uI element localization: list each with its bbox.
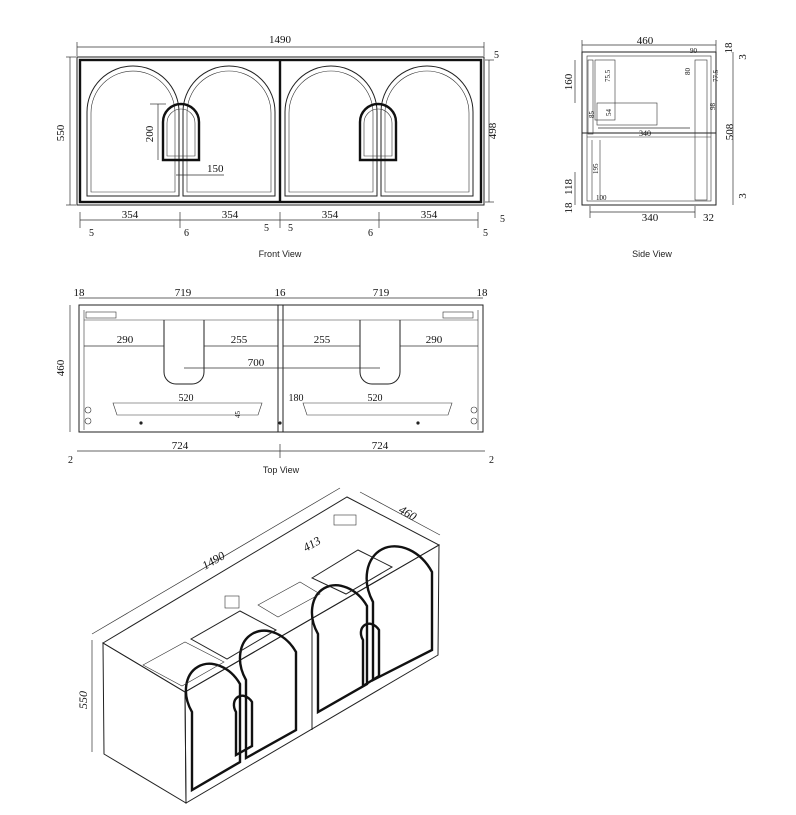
door-width-1: 354 [122,209,139,221]
top-bay-2: 719 [373,287,390,299]
front-view: 1490 550 498 5 5 200 150 354 354 354 354… [55,34,505,259]
top-left-side: 18 [74,287,86,299]
side-bottom-gap-label: 3 [737,193,749,199]
front-center-2: 5 [288,223,293,234]
side-small-77: 77.5 [712,69,720,82]
side-small-98: 98 [709,103,717,111]
top-r-255: 255 [314,334,331,346]
top-l-255: 255 [231,334,248,346]
top-depth-label: 460 [55,359,67,376]
front-bottom-gap-label: 5 [500,214,505,225]
side-base-label: 18 [563,202,575,214]
side-back-label: 32 [703,212,714,224]
iso-top-face [102,496,441,693]
side-view-caption: Side View [632,249,672,259]
top-middle: 16 [275,287,287,299]
side-shelf-depth-2-label: 340 [639,129,651,138]
cutout-width-label: 150 [207,163,224,175]
side-outer-frame [581,51,717,206]
side-small-85: 85 [588,111,596,119]
top-right-side: 18 [477,287,489,299]
top-view: 18 719 16 719 18 460 290 255 255 290 700… [55,287,494,475]
side-view: 460 18 3 508 3 160 118 18 340 32 340 90 … [563,35,749,259]
top-edge-right: 2 [489,455,494,466]
front-gap-1: 6 [184,228,189,239]
top-bay-1: 719 [175,287,192,299]
side-small-90: 90 [690,47,698,55]
front-inner-height-label: 498 [487,122,499,139]
iso-depth-label: 460 [397,502,420,523]
front-outer-frame [76,56,485,206]
side-top-label: 18 [723,42,735,54]
top-l-290: 290 [117,334,134,346]
door-width-3: 354 [322,209,339,221]
iso-side-face [102,642,187,804]
top-edge-left: 2 [68,455,73,466]
side-small-75: 75.5 [604,69,612,82]
top-bottom-1: 724 [172,440,189,452]
side-shelf-depth-label: 340 [642,212,659,224]
side-small-100: 100 [596,194,607,202]
top-view-caption: Top View [263,465,300,475]
top-span-700: 700 [248,357,265,369]
top-bottom-2: 724 [372,440,389,452]
front-left-edge: 5 [89,228,94,239]
isometric-view: 1490 460 550 413 [76,487,441,804]
front-gap-2: 6 [368,228,373,239]
cutout-height-label: 200 [144,125,156,142]
front-door-arches [86,65,474,197]
front-handle-cutouts [161,102,398,162]
iso-inner-label: 413 [301,533,324,554]
door-width-4: 354 [421,209,438,221]
front-view-caption: Front View [259,249,302,259]
front-center-1: 5 [264,223,269,234]
side-top-gap-label: 3 [737,54,749,60]
iso-width-label: 1490 [200,548,228,572]
side-depth-label: 460 [637,35,654,47]
front-height-label: 550 [55,124,67,141]
front-top-gap-label: 5 [494,50,499,61]
side-small-54: 54 [605,109,613,117]
side-upper-label: 160 [563,73,575,90]
front-right-edge: 5 [483,228,488,239]
side-lower-label: 118 [563,178,575,195]
door-width-2: 354 [222,209,239,221]
side-small-195: 195 [592,163,600,174]
top-small-45: 45 [234,411,242,419]
top-basin-1: 520 [179,393,194,404]
side-small-80: 80 [684,68,692,76]
top-gap-180: 180 [289,393,304,404]
top-r-290: 290 [426,334,443,346]
iso-height-label: 550 [76,691,90,709]
side-main-height-label: 508 [724,123,736,140]
front-width-label: 1490 [269,34,292,46]
top-basin-2: 520 [368,393,383,404]
top-outer-frame [78,304,484,433]
